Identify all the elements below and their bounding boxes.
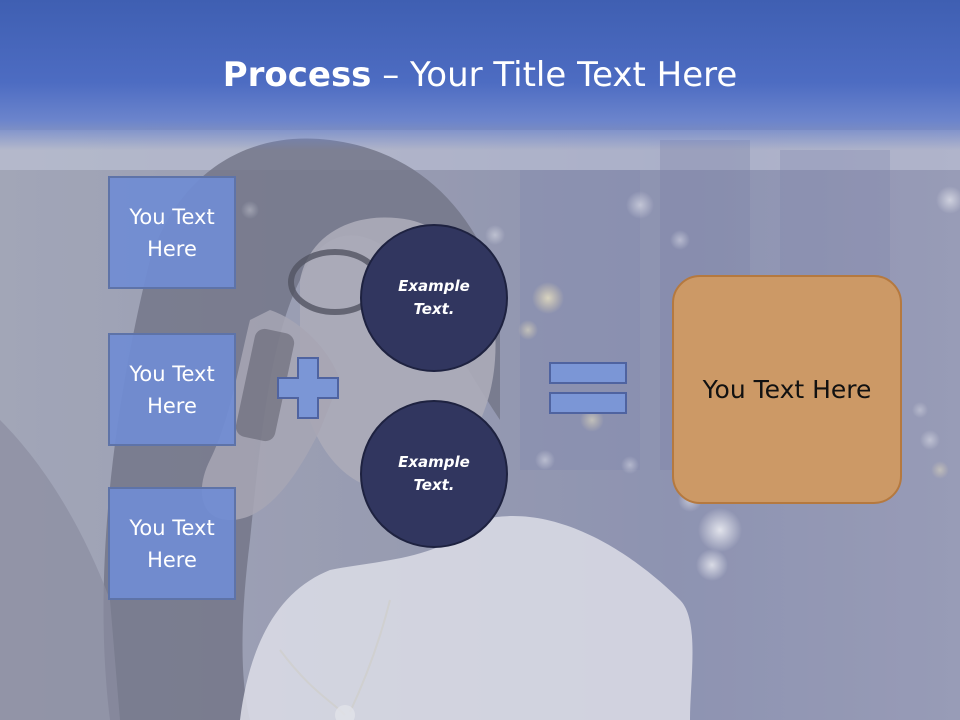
result-box-label: You Text Here — [702, 374, 872, 404]
input-box-1[interactable]: You Text Here — [108, 176, 236, 289]
example-circle-2[interactable]: Example Text. — [360, 400, 508, 548]
result-box[interactable]: You Text Here — [672, 275, 902, 504]
title-band — [0, 0, 960, 150]
slide-title-rest: – Your Title Text Here — [371, 55, 738, 95]
slide-title-bold: Process — [222, 55, 372, 95]
example-circle-1-label: Example Text. — [398, 277, 470, 318]
input-box-2-label: You Text Here — [129, 361, 215, 418]
input-box-3-label: You Text Here — [129, 515, 215, 572]
input-box-3[interactable]: You Text Here — [108, 487, 236, 600]
input-box-1-label: You Text Here — [129, 204, 215, 261]
slide-title: Process – Your Title Text Here — [0, 52, 960, 98]
equals-icon — [549, 362, 627, 414]
plus-icon — [277, 357, 339, 419]
example-circle-2-label: Example Text. — [398, 453, 470, 494]
input-box-2[interactable]: You Text Here — [108, 333, 236, 446]
example-circle-1[interactable]: Example Text. — [360, 224, 508, 372]
